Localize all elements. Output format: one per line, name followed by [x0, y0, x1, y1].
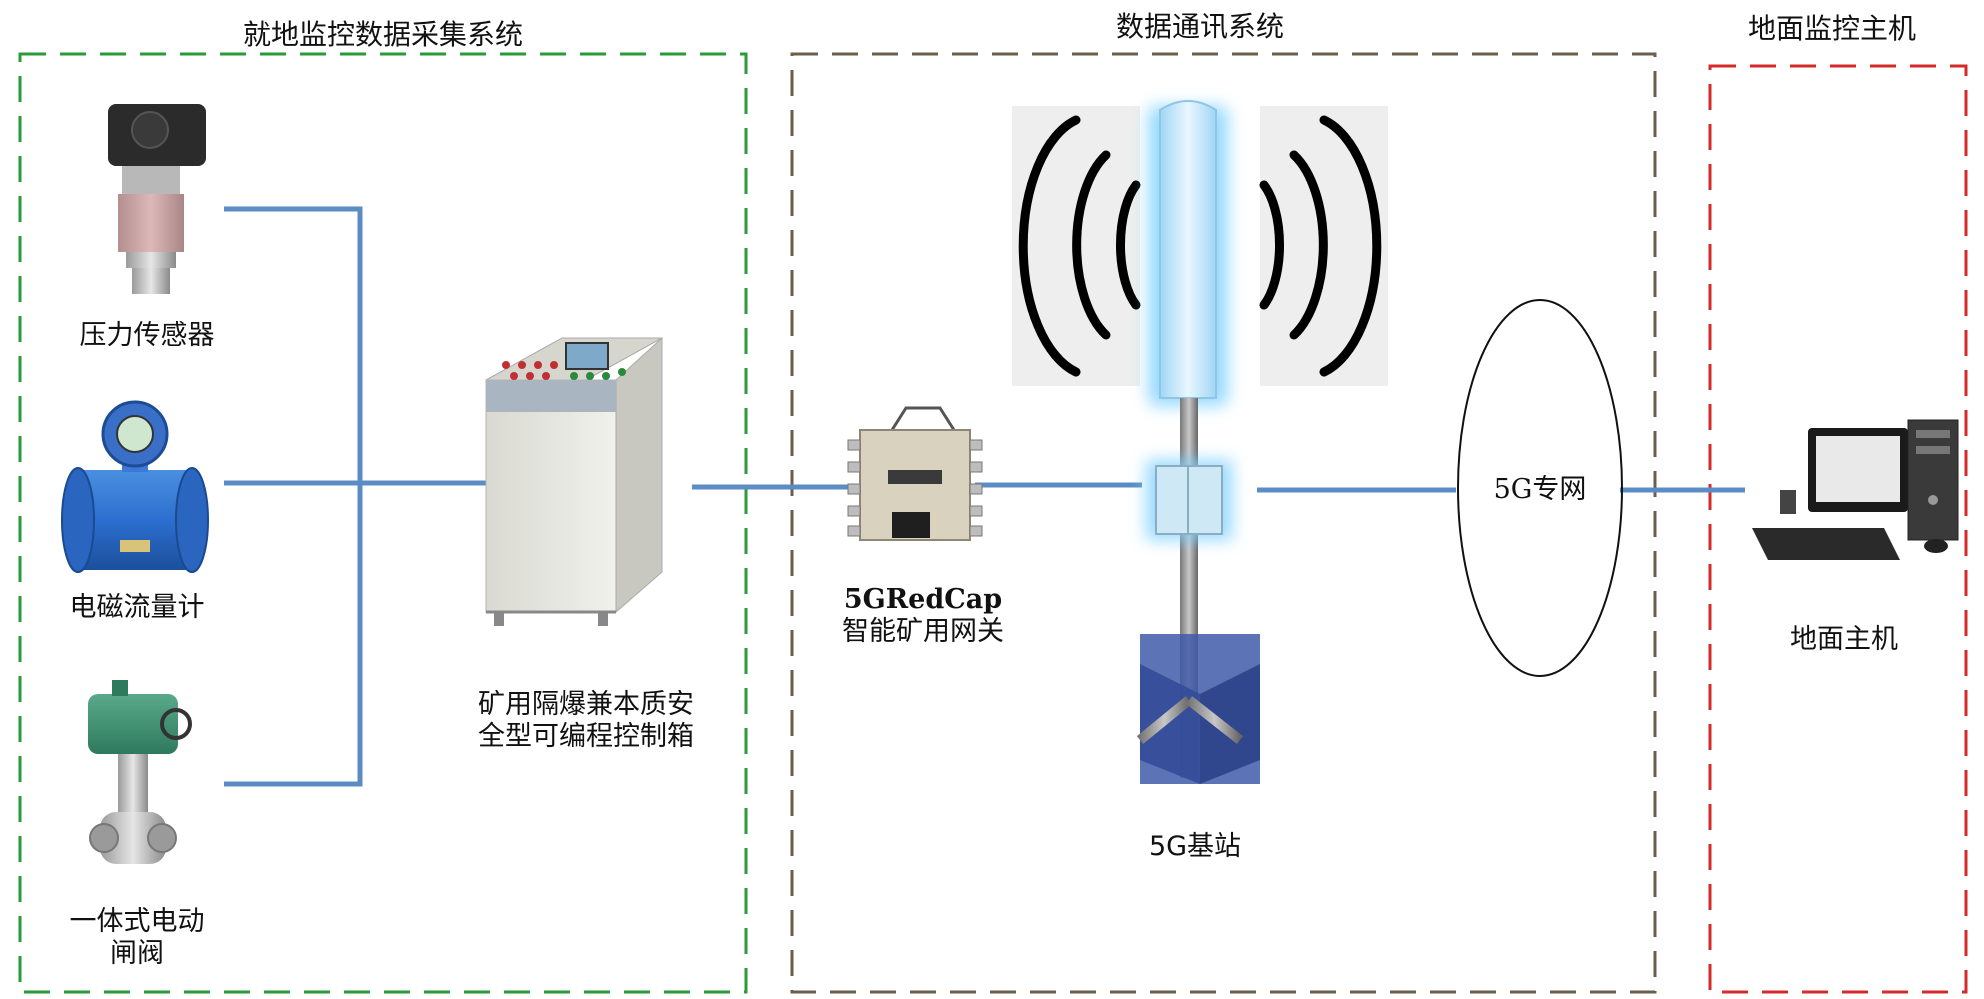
ground-system-title: 地面监控主机 [1748, 12, 1916, 45]
flow-meter-label: 电磁流量计 [70, 592, 205, 623]
host-label: 地面主机 [1790, 624, 1898, 655]
base-station-label: 5G基站 [1149, 831, 1241, 862]
gateway-label-line2: 智能矿用网关 [842, 616, 1004, 647]
pressure-sensor-image [108, 104, 206, 294]
valve-label-line2: 闸阀 [110, 938, 164, 969]
ground-system-box [1708, 64, 1968, 994]
gateway-image [847, 406, 983, 541]
controller-label-line1: 矿用隔爆兼本质安 [478, 689, 694, 720]
private-network-label: 5G专网 [1494, 474, 1587, 505]
gateway-label-line1: 5GRedCap [844, 584, 1002, 615]
valve-label-line1: 一体式电动 [70, 906, 205, 937]
host-computer-image [1752, 419, 1959, 560]
private-network-ellipse [1457, 299, 1623, 677]
comm-system-title: 数据通讯系统 [1116, 10, 1284, 43]
local-system-title: 就地监控数据采集系统 [243, 18, 523, 51]
signal-waves-icon [1012, 106, 1388, 386]
gate-valve-image [88, 680, 192, 864]
sensor-connector [224, 206, 363, 787]
base-station-image [1136, 100, 1260, 784]
control-cabinet-image [485, 336, 663, 626]
controller-label-line2: 全型可编程控制箱 [478, 721, 694, 752]
flow-meter-image [61, 400, 209, 573]
pressure-sensor-label: 压力传感器 [80, 320, 215, 351]
local-system-box [18, 52, 748, 994]
connector-lines [224, 206, 1745, 787]
comm-system-box [790, 52, 1657, 994]
